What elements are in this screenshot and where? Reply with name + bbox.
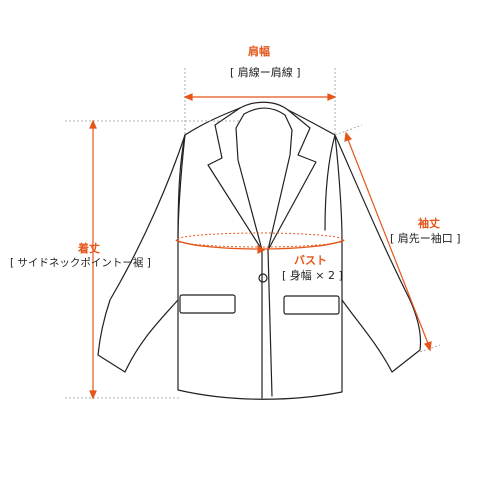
left-collar-edge (235, 113, 263, 251)
left-sleeve (97, 134, 186, 373)
sleeve-length-title: 袖丈 (418, 217, 440, 230)
right-shoulder (287, 109, 336, 136)
bust-subtitle: [ 身幅 × 2 ] (282, 269, 343, 282)
length-title: 着丈 (78, 242, 100, 255)
right-pocket-flap (283, 295, 340, 315)
sleeve-length-subtitle: [ 肩先ー袖口 ] (390, 232, 461, 245)
sleeve-guide-bottom (419, 344, 441, 353)
length-arrow-head-bottom (89, 390, 97, 400)
shoulder-arrow-head-left (183, 93, 193, 101)
right-armhole (324, 134, 336, 231)
measure-arrows (89, 93, 432, 400)
jacket-body (177, 134, 343, 400)
guide-lines (65, 68, 441, 399)
left-armhole (177, 134, 186, 241)
left-pocket-flap (179, 294, 236, 314)
collar-inner-back (243, 107, 286, 116)
bust-ellipse-back (175, 232, 345, 248)
sleeve-length-arrow (346, 136, 430, 347)
sleeve-arrow-head-bottom (423, 341, 432, 352)
shoulder-width-subtitle: [ 肩線ー肩線 ] (230, 66, 301, 79)
right-sleeve (334, 134, 422, 373)
collar-back (239, 101, 289, 111)
jacket-outline (97, 101, 422, 400)
sleeve-guide-top (334, 124, 363, 136)
length-subtitle: [ サイドネックポイントー裾 ] (10, 257, 151, 269)
bust-arrow-head (257, 244, 266, 254)
button-icon (258, 273, 268, 283)
shoulder-width-title: 肩幅 (248, 45, 270, 58)
length-arrow-head-top (89, 119, 97, 129)
bust-title: バスト (294, 254, 327, 267)
sleeve-arrow-head-top (344, 131, 353, 142)
right-lapel (267, 109, 317, 251)
right-collar-edge (267, 114, 293, 251)
left-shoulder (184, 107, 241, 136)
shoulder-arrow-head-right (327, 93, 337, 101)
front-overlap-line (267, 249, 273, 397)
left-lapel (207, 107, 263, 251)
